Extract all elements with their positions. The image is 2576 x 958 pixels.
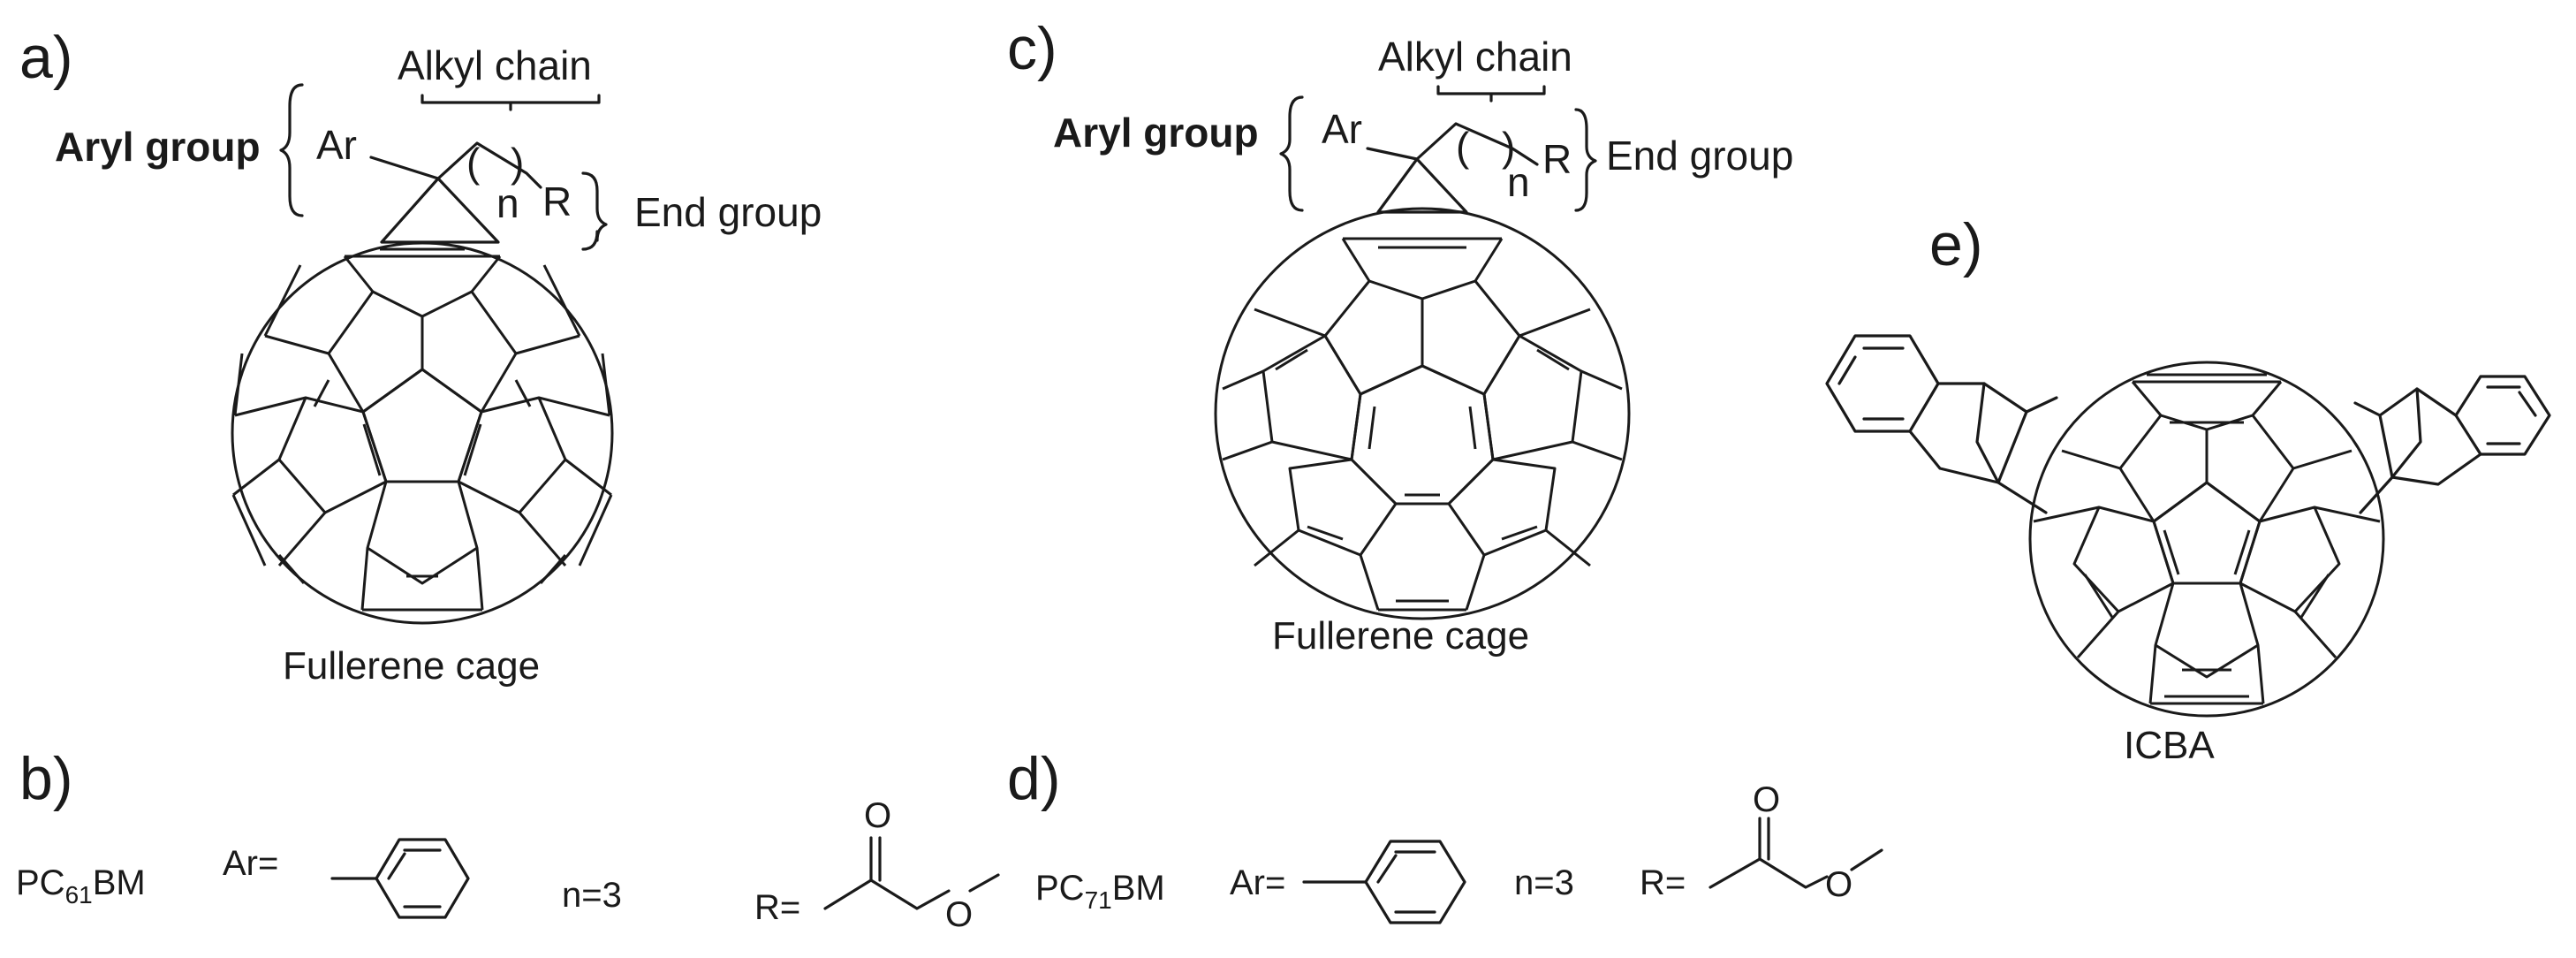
paren-open-c: (: [1456, 124, 1470, 170]
svg-text:O: O: [1753, 780, 1780, 819]
r-label: R: [542, 179, 572, 224]
ar-equals-d: Ar=: [1230, 863, 1285, 902]
fullerene-cage-e: [2028, 361, 2385, 718]
r-equals-d: R=: [1640, 863, 1686, 902]
aryl-group-label: Aryl group: [55, 124, 261, 170]
ar-equals-b: Ar=: [223, 844, 278, 883]
panel-c: c) Alkyl chain Aryl group Ar ( ) n R End…: [1007, 15, 1793, 658]
alkyl-bonds: [369, 141, 542, 189]
methyl-ester-b: O O: [823, 796, 1000, 934]
r-label-c: R: [1542, 136, 1572, 182]
aryl-group-brace-c: [1279, 95, 1304, 212]
icba-caption: ICBA: [2124, 724, 2215, 767]
cage-caption-a: Fullerene cage: [283, 644, 540, 688]
cyclopropane-ring: [380, 177, 500, 244]
cage-caption-c: Fullerene cage: [1272, 614, 1529, 658]
alkyl-bonds-c: [1366, 122, 1539, 166]
alkyl-chain-brace-c: [1436, 85, 1546, 103]
panel-a-label: a): [19, 24, 72, 91]
n-label-c: n: [1507, 159, 1530, 205]
ar-label-c: Ar: [1322, 106, 1362, 152]
alkyl-chain-label: Alkyl chain: [398, 42, 592, 88]
fullerene-cage-a: [231, 241, 614, 625]
panel-d: d) PC71BM Ar= n=3 R= O O: [1007, 745, 1883, 924]
indene-bridge-right: [2378, 387, 2482, 486]
paren-close: ): [511, 140, 524, 186]
phenyl-group-b: [330, 838, 470, 919]
ar-label: Ar: [316, 122, 357, 168]
panel-e-label: e): [1929, 211, 1982, 278]
panel-b: b) PC61BM Ar= n=3 R= O O: [16, 745, 1000, 934]
end-group-brace: [581, 171, 608, 251]
pc61bm-name: PC61BM: [16, 863, 146, 909]
methyl-ester-d: O O: [1708, 780, 1883, 904]
alkyl-chain-brace: [420, 94, 601, 111]
svg-text:O: O: [945, 895, 973, 934]
aryl-group-label-c: Aryl group: [1053, 110, 1259, 156]
phenyl-group-d: [1302, 840, 1466, 924]
alkyl-chain-label-c: Alkyl chain: [1378, 34, 1572, 80]
aryl-group-brace: [279, 83, 304, 217]
fullerene-cage-c: [1214, 207, 1631, 620]
panel-c-label: c): [1007, 15, 1057, 82]
benzene-ring-left: [1825, 334, 1940, 433]
n-value-d: n=3: [1514, 863, 1574, 902]
svg-text:O: O: [1825, 865, 1852, 904]
panel-d-label: d): [1007, 745, 1060, 812]
svg-text:O: O: [864, 796, 891, 835]
r-equals-b: R=: [754, 888, 800, 927]
panel-e: e) ICBA: [1825, 211, 2551, 767]
n-value-b: n=3: [562, 876, 622, 915]
n-label: n: [496, 180, 519, 226]
end-group-brace-c: [1574, 108, 1597, 212]
pc71bm-name: PC71BM: [1035, 869, 1165, 914]
icba-structure: [1825, 334, 2551, 718]
panel-a: a) Alkyl chain Aryl group Ar ( ) n R End…: [19, 24, 822, 688]
indene-bridge-left: [1908, 382, 2028, 484]
end-group-label: End group: [634, 189, 822, 235]
panel-b-label: b): [19, 745, 72, 812]
cyclopropane-ring-c: [1376, 157, 1468, 214]
end-group-label-c: End group: [1606, 133, 1793, 179]
